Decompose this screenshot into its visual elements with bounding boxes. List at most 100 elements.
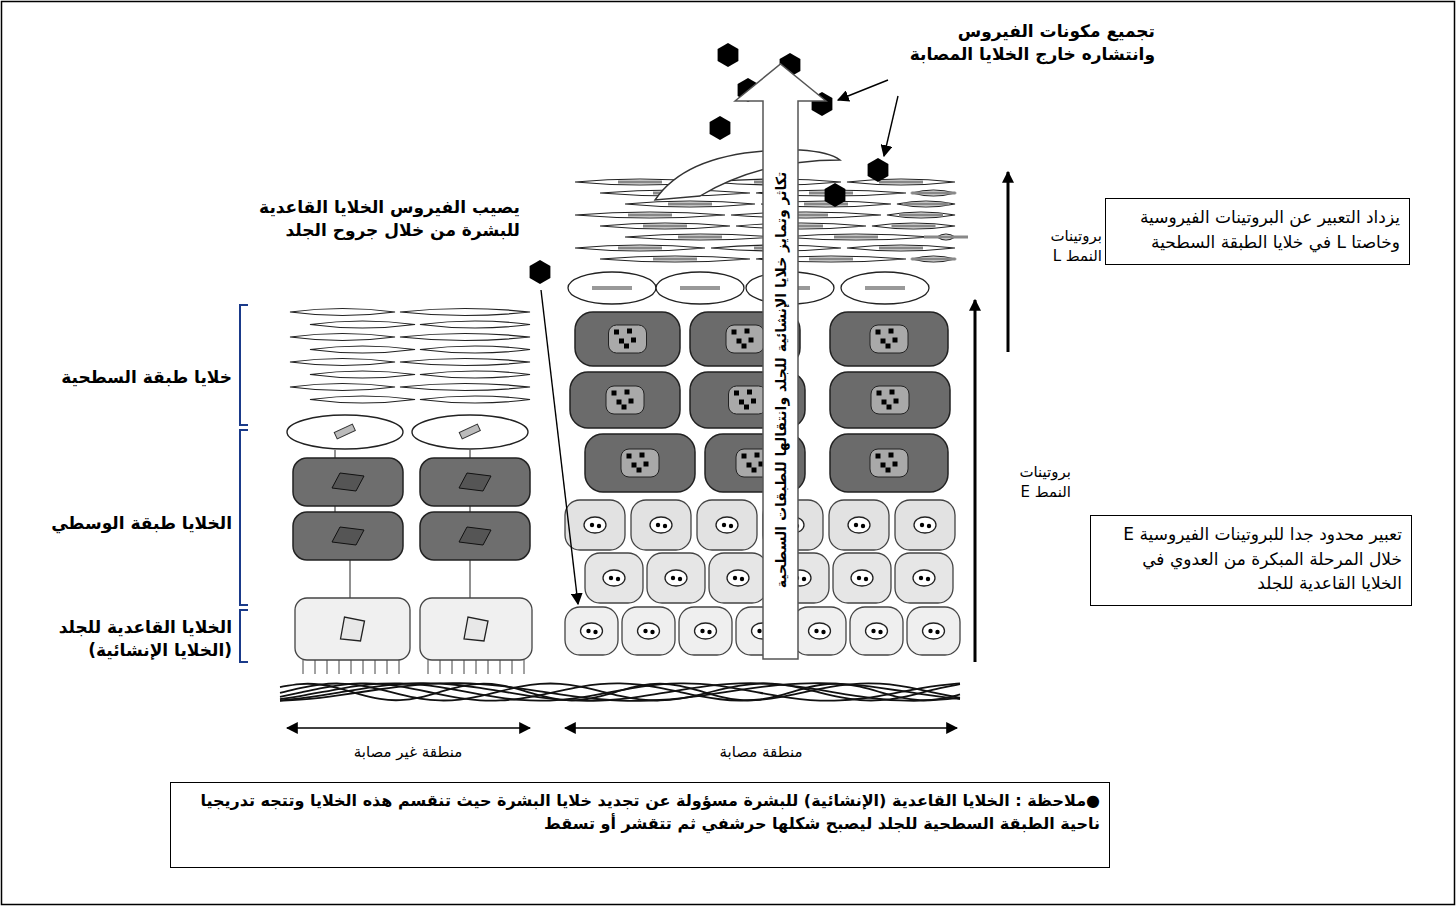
- cell-remnant: [904, 203, 948, 206]
- cell-remnant: [592, 286, 632, 290]
- layer-label: خلايا طبقة السطحية: [12, 366, 232, 389]
- cell-nucleus: [638, 623, 660, 639]
- virus-particle: [627, 329, 632, 334]
- virus-particle: [593, 630, 597, 634]
- flat-cell: [310, 371, 415, 378]
- cell-nucleus: [923, 623, 945, 639]
- flat-cell: [420, 321, 530, 328]
- cell-nucleus: [581, 623, 603, 639]
- virus-particle: [745, 329, 750, 334]
- cell-nucleus: [848, 517, 870, 533]
- virus-particle: [889, 453, 894, 458]
- virus-particle: [740, 577, 744, 581]
- infected-cell: [830, 434, 948, 492]
- squamous-cell: [912, 190, 955, 196]
- region-label: منطقة مصابة: [661, 742, 861, 762]
- virus-particle: [751, 399, 756, 404]
- granular-cell: [412, 415, 528, 449]
- virus-particle: [881, 463, 886, 468]
- squamous-cell: [600, 256, 750, 262]
- granular-cell: [287, 415, 403, 449]
- cell-nucleus: [584, 517, 606, 533]
- virus-hexagon: [718, 43, 739, 67]
- virus-particle: [890, 390, 895, 395]
- cell-remnant: [912, 258, 956, 261]
- cell-nucleus: [665, 570, 687, 586]
- virus-particle: [935, 630, 939, 634]
- virus-particle: [625, 390, 630, 395]
- proliferating-cell: [833, 553, 891, 603]
- callout-label: يصيب الفيروس الخلايا القاعدية للبشرة من …: [248, 196, 520, 242]
- squamous-cell: [625, 201, 755, 207]
- cell-nucleus: [809, 623, 831, 639]
- virus-particle: [732, 330, 737, 335]
- cell-junction: [335, 506, 336, 512]
- virus-particle: [737, 339, 742, 344]
- virus-particle: [609, 576, 613, 580]
- fiber-strand: [280, 684, 960, 701]
- basal-anchor: [363, 660, 364, 674]
- layer-label: الخلايا القاعدية للجلد (الخلايا الإنشائي…: [12, 616, 232, 662]
- proliferating-cell: [907, 607, 960, 655]
- squamous-cell: [575, 245, 705, 251]
- cell-junction: [470, 506, 471, 512]
- cell-nucleus: [606, 386, 644, 414]
- virus-hexagon: [710, 116, 731, 140]
- virus-particle: [919, 576, 923, 580]
- flat-cell: [290, 359, 395, 366]
- proliferating-cell: [565, 500, 625, 550]
- flat-cell: [310, 396, 415, 403]
- cell-nucleus: [650, 517, 672, 533]
- squamous-cell: [731, 212, 881, 218]
- cell-nucleus: [851, 570, 873, 586]
- flat-cell: [420, 346, 530, 353]
- pointer-arrow: [541, 290, 578, 604]
- virus-particle: [886, 344, 891, 349]
- arrow-outline: [735, 64, 826, 659]
- virus-particle: [612, 391, 617, 396]
- squamous-cell: [847, 245, 955, 251]
- fiber-strand: [280, 683, 960, 700]
- basal-cell: [295, 598, 410, 660]
- cell-remnant: [924, 236, 968, 239]
- cell-nucleus: [871, 386, 909, 414]
- virus-particle: [656, 523, 660, 527]
- flat-cell: [290, 384, 395, 391]
- note-text: يزداد التعبير عن البروتينات الفيروسية وخ…: [1115, 205, 1400, 254]
- cell-remnant: [809, 258, 853, 261]
- infected-cell: [830, 372, 950, 428]
- virus-particle: [729, 524, 733, 528]
- squamous-cell: [897, 201, 955, 207]
- virus-particle: [882, 400, 887, 405]
- proliferating-cell: [679, 607, 732, 655]
- fiber-strand: [280, 684, 960, 701]
- virus-particle: [637, 468, 642, 473]
- basal-anchor: [440, 660, 441, 674]
- virus-particle: [733, 576, 737, 580]
- virus-particle: [802, 577, 806, 581]
- virus-particle: [632, 463, 637, 468]
- cell-remnant: [865, 286, 905, 290]
- proliferating-cell: [647, 553, 705, 603]
- cell-nucleus: [727, 570, 749, 586]
- cell-nucleus: [913, 570, 935, 586]
- squamous-cell: [736, 223, 866, 229]
- infected-cell: [570, 372, 680, 428]
- cell-nucleus: [716, 517, 738, 533]
- annotations: [240, 80, 1008, 728]
- dermis-fibers: [280, 683, 960, 701]
- squamous-cell: [575, 212, 725, 218]
- virus-particle: [876, 454, 881, 459]
- flat-cell: [310, 346, 415, 353]
- virus-particle: [749, 338, 754, 343]
- callout-label: تجميع مكونات الفيروس وانتشاره خارج الخلا…: [893, 20, 1155, 66]
- layer-bracket: [240, 430, 248, 605]
- squamous-cell: [872, 223, 955, 229]
- remark-box: ●ملاحظة : الخلايا القاعدية (الإنشائية) ل…: [170, 782, 1110, 868]
- cell-nucleus: [726, 325, 764, 353]
- cell-remnant: [879, 247, 923, 250]
